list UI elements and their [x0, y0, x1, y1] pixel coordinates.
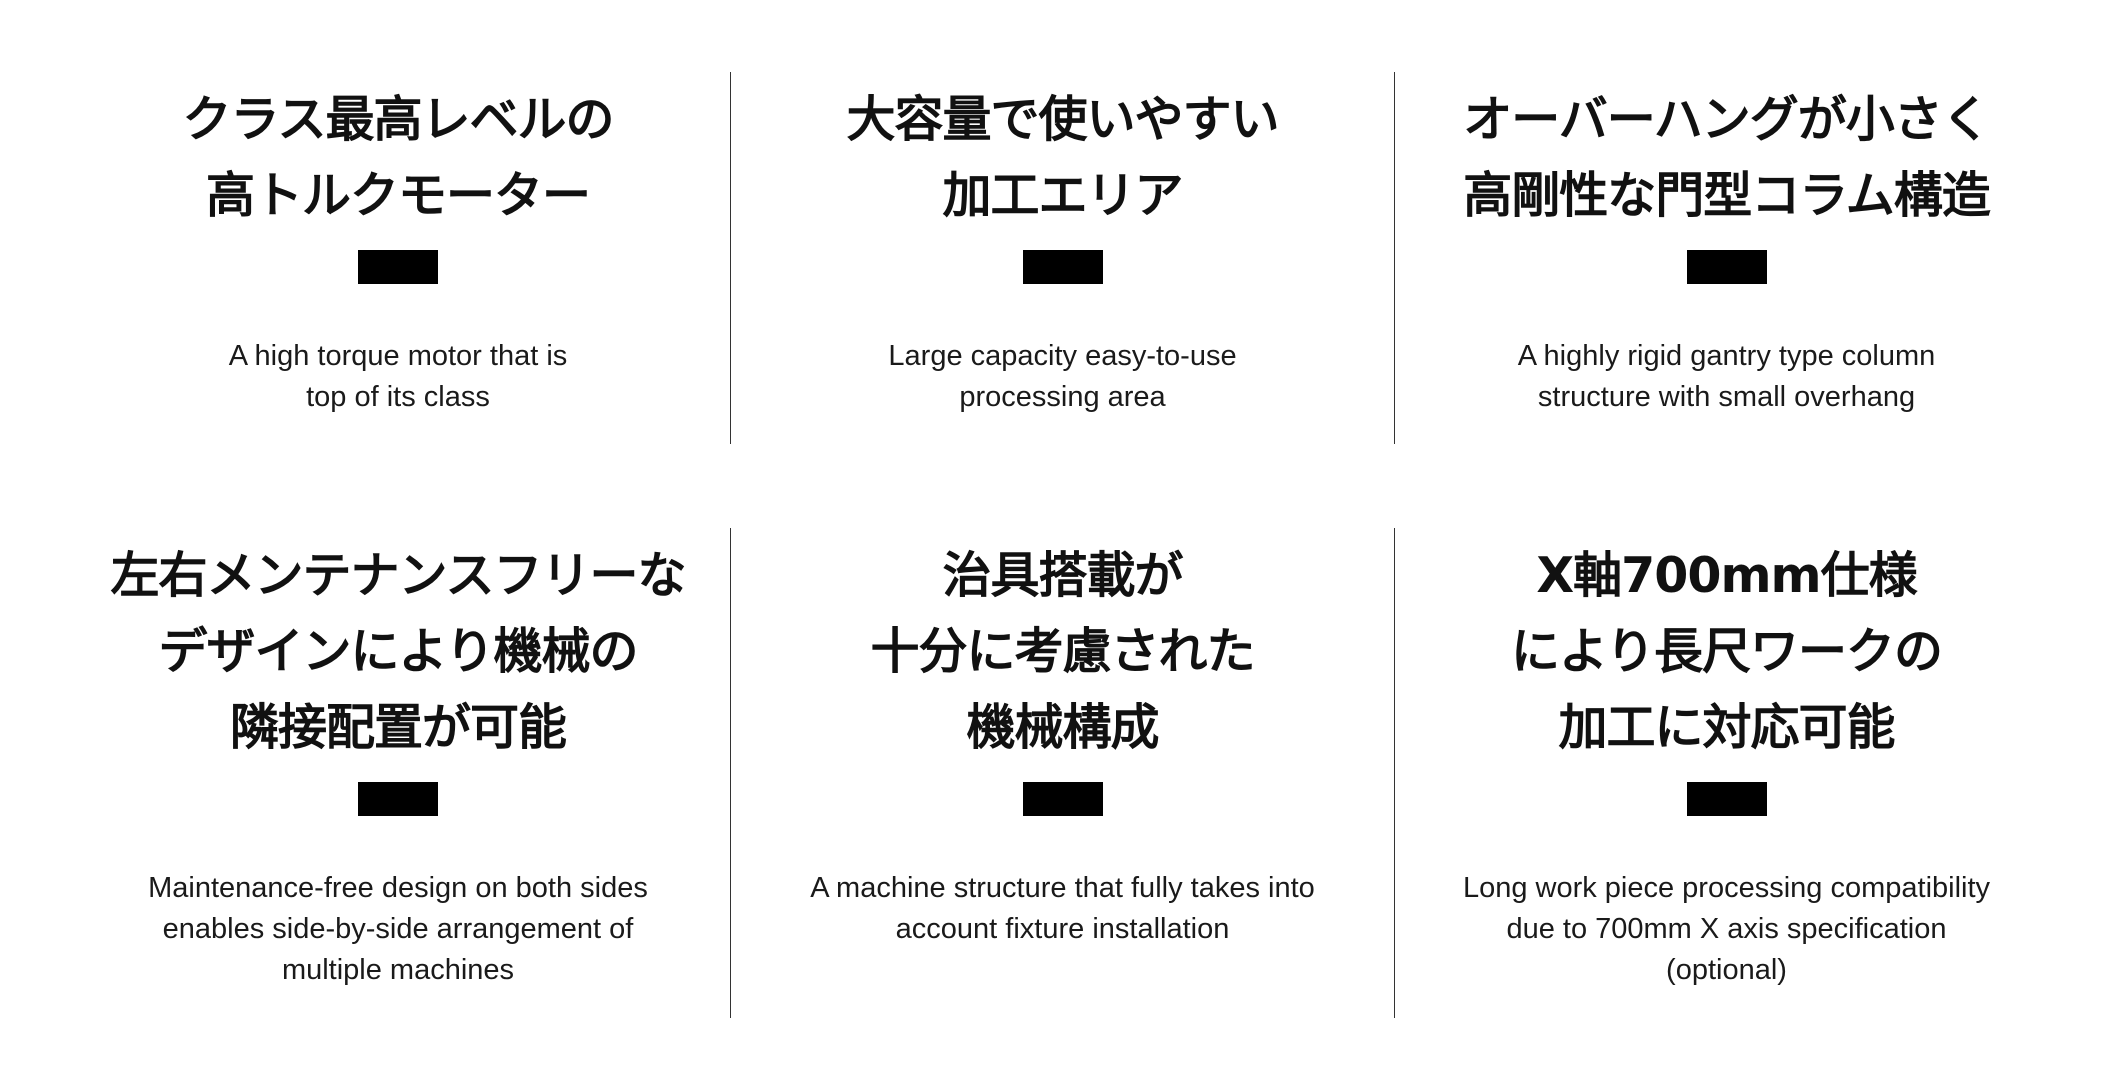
feature-cell-high-torque-motor: クラス最高レベルの 高トルクモーター A high torque motor t… — [66, 72, 730, 444]
feature-title-line: 隣接配置が可能 — [229, 699, 567, 756]
feature-title-line: オーバーハングが小さく — [1463, 91, 1991, 148]
feature-cell-fixture-installation: 治具搭載が 十分に考慮された 機械構成 A machine structure … — [730, 528, 1394, 1018]
feature-description: Maintenance-free design on both sides en… — [148, 868, 648, 991]
feature-cell-maintenance-free: 左右メンテナンスフリーな デザインにより機械の 隣接配置が可能 Maintena… — [66, 528, 730, 1018]
feature-cell-gantry-column: オーバーハングが小さく 高剛性な門型コラム構造 A highly rigid g… — [1394, 72, 2058, 444]
feature-description-line: account fixture installation — [895, 913, 1230, 945]
feature-description-line: (optional) — [1666, 954, 1787, 986]
feature-title-line: 高トルクモーター — [205, 167, 591, 224]
feature-title-line: により長尺ワークの — [1510, 623, 1943, 680]
feature-title: オーバーハングが小さく 高剛性な門型コラム構造 — [1463, 82, 1991, 234]
feature-grid: クラス最高レベルの 高トルクモーター A high torque motor t… — [66, 72, 2058, 1018]
feature-description-line: top of its class — [306, 381, 490, 413]
feature-description: Long work piece processing compatibility… — [1463, 868, 1990, 991]
feature-row-2: 左右メンテナンスフリーな デザインにより機械の 隣接配置が可能 Maintena… — [66, 528, 2058, 1018]
feature-description-line: Large capacity easy-to-use — [888, 340, 1237, 372]
feature-description-line: Maintenance-free design on both sides — [148, 872, 648, 904]
feature-description-line: structure with small overhang — [1537, 381, 1916, 413]
feature-description-line: processing area — [959, 381, 1166, 413]
feature-description-line: due to 700mm X axis specification — [1506, 913, 1947, 945]
feature-description-line: A machine structure that fully takes int… — [810, 872, 1315, 904]
feature-divider-bar — [1022, 782, 1103, 816]
feature-title: 治具搭載が 十分に考慮された 機械構成 — [870, 538, 1255, 766]
feature-description: A high torque motor that is top of its c… — [229, 336, 568, 418]
feature-title: 大容量で使いやすい 加工エリア — [846, 82, 1279, 234]
feature-divider-bar — [358, 782, 438, 816]
feature-cell-processing-area: 大容量で使いやすい 加工エリア Large capacity easy-to-u… — [730, 72, 1394, 444]
feature-title: X軸700mm仕様 により長尺ワークの 加工に対応可能 — [1510, 538, 1943, 766]
feature-row-1: クラス最高レベルの 高トルクモーター A high torque motor t… — [66, 72, 2058, 444]
feature-title-line: 高剛性な門型コラム構造 — [1463, 167, 1991, 224]
feature-divider-bar — [1686, 782, 1767, 816]
feature-cell-x-axis-700mm: X軸700mm仕様 により長尺ワークの 加工に対応可能 Long work pi… — [1394, 528, 2058, 1018]
feature-divider-bar — [1022, 250, 1103, 284]
feature-description: Large capacity easy-to-use processing ar… — [888, 336, 1236, 418]
feature-title-line: 治具搭載が — [942, 547, 1183, 604]
feature-description-line: enables side-by-side arrangement of — [162, 913, 634, 945]
feature-title-line: X軸700mm仕様 — [1536, 547, 1917, 604]
feature-title-line: 加工エリア — [942, 167, 1183, 224]
feature-description: A machine structure that fully takes int… — [810, 868, 1315, 950]
feature-title-line: 加工に対応可能 — [1558, 699, 1895, 756]
feature-description: A highly rigid gantry type column struct… — [1518, 336, 1936, 418]
feature-description-line: multiple machines — [281, 954, 515, 986]
feature-title-line: 左右メンテナンスフリーな — [110, 547, 686, 604]
feature-divider-bar — [1686, 250, 1767, 284]
feature-title-line: 大容量で使いやすい — [846, 91, 1279, 148]
feature-title-line: クラス最高レベルの — [182, 91, 614, 148]
feature-title: 左右メンテナンスフリーな デザインにより機械の 隣接配置が可能 — [110, 538, 686, 766]
feature-description-line: Long work piece processing compatibility — [1462, 872, 1991, 904]
feature-title-line: デザインにより機械の — [158, 623, 638, 680]
feature-description-line: A high torque motor that is — [228, 340, 568, 372]
feature-title-line: 機械構成 — [966, 699, 1159, 756]
feature-divider-bar — [358, 250, 438, 284]
feature-title: クラス最高レベルの 高トルクモーター — [182, 82, 614, 234]
feature-title-line: 十分に考慮された — [870, 623, 1255, 680]
feature-description-line: A highly rigid gantry type column — [1517, 340, 1936, 372]
